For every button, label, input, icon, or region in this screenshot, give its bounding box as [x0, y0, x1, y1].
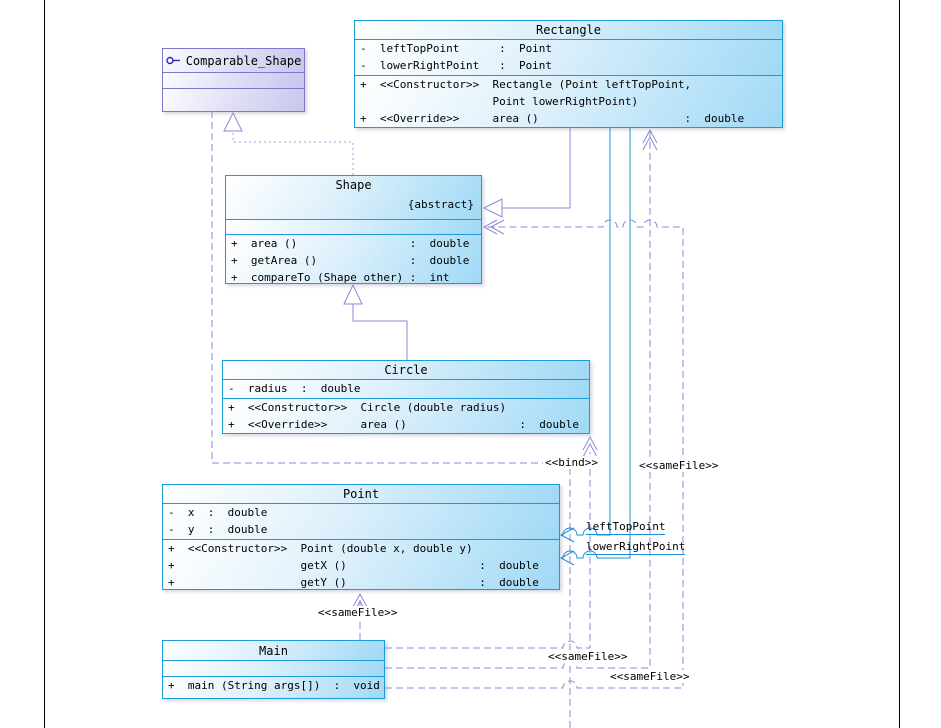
- attribute-row: - leftTopPoint : Point: [360, 42, 553, 55]
- method-row: + <<Constructor>> Rectangle (Point leftT…: [360, 78, 692, 91]
- page-border-left: [44, 0, 45, 728]
- association-left-top-point[interactable]: [559, 128, 611, 543]
- attributes-compartment: [226, 219, 481, 234]
- open-arrowhead-icon: [582, 435, 598, 451]
- class-rectangle[interactable]: Rectangle - leftTopPoint : Point - lower…: [354, 20, 783, 128]
- class-point[interactable]: Point - x : double - y : double + <<Cons…: [162, 484, 560, 590]
- generalization-circle-shape[interactable]: [343, 283, 408, 360]
- attributes-compartment: - radius : double: [223, 379, 589, 398]
- dependency-main-shape[interactable]: [385, 219, 684, 689]
- dependency-main-circle[interactable]: [385, 435, 598, 649]
- class-circle[interactable]: Circle - radius : double + <<Constructor…: [222, 360, 590, 434]
- methods-compartment: [163, 88, 304, 111]
- samefile-stereotype-label[interactable]: <<sameFile>>: [608, 670, 692, 683]
- methods-compartment: + area () : double + getArea () : double…: [226, 234, 481, 283]
- interface-lollipop-icon: [166, 56, 180, 65]
- methods-compartment: + <<Constructor>> Point (double x, doubl…: [163, 539, 559, 589]
- method-row: + getY () : double: [168, 576, 539, 589]
- page-border-right: [899, 0, 900, 728]
- realization-shape-comparable[interactable]: [223, 111, 354, 175]
- dependency-main-rectangle[interactable]: [385, 128, 658, 669]
- method-row: Point lowerRightPoint): [360, 95, 639, 108]
- class-shape[interactable]: Shape {abstract} + area () : double + ge…: [225, 175, 482, 284]
- method-row: + getX () : double: [168, 559, 539, 572]
- open-arrowhead-icon: [482, 219, 498, 235]
- open-arrowhead-icon: [642, 135, 658, 151]
- open-arrowhead-icon: [642, 128, 658, 144]
- attributes-compartment: [163, 72, 304, 88]
- generalization-rectangle-shape[interactable]: [482, 128, 571, 218]
- open-arrowhead-icon: [582, 442, 598, 458]
- open-arrowhead-icon: [559, 527, 575, 543]
- samefile-stereotype-label[interactable]: <<sameFile>>: [637, 459, 721, 472]
- samefile-stereotype-label[interactable]: <<sameFile>>: [546, 650, 630, 663]
- association-lower-right-point[interactable]: [559, 128, 631, 566]
- class-name: Shape: [335, 178, 372, 192]
- hollow-triangle-icon: [482, 198, 503, 218]
- class-name: Rectangle: [535, 23, 602, 37]
- class-name: Point: [342, 487, 380, 501]
- attributes-compartment: [163, 660, 384, 676]
- method-row: + compareTo (Shape other) : int: [231, 271, 450, 283]
- attribute-row: - x : double: [168, 506, 268, 519]
- method-row: + <<Constructor>> Circle (double radius): [228, 401, 507, 414]
- class-main[interactable]: Main + main (String args[]) : void: [162, 640, 385, 699]
- attributes-compartment: - x : double - y : double: [163, 503, 559, 539]
- attribute-row: - lowerRightPoint : Point: [360, 59, 553, 72]
- methods-compartment: + <<Constructor>> Rectangle (Point leftT…: [355, 75, 782, 127]
- method-row: + area () : double: [231, 237, 470, 250]
- class-name: Circle: [384, 363, 428, 377]
- methods-compartment: + main (String args[]) : void: [163, 676, 384, 698]
- open-arrowhead-icon: [352, 592, 368, 608]
- bind-stereotype-label[interactable]: <<bind>>: [543, 456, 600, 469]
- attributes-compartment: - leftTopPoint : Point - lowerRightPoint…: [355, 39, 782, 75]
- hollow-triangle-icon: [223, 111, 243, 132]
- open-arrowhead-icon: [559, 550, 575, 566]
- class-name: Comparable_Shape: [185, 53, 302, 68]
- attribute-row: - radius : double: [228, 382, 361, 395]
- left-top-point-role-label[interactable]: leftTopPoint: [586, 520, 666, 535]
- methods-compartment: + <<Constructor>> Circle (double radius)…: [223, 398, 589, 433]
- method-row: + <<Override>> area () : double: [228, 418, 579, 431]
- abstract-modifier: {abstract}: [407, 198, 474, 211]
- open-arrowhead-icon: [489, 219, 505, 235]
- samefile-stereotype-label[interactable]: <<sameFile>>: [316, 606, 400, 619]
- lower-right-point-role-label[interactable]: lowerRightPoint: [586, 540, 686, 555]
- method-row: + <<Constructor>> Point (double x, doubl…: [168, 542, 473, 555]
- attribute-row: - y : double: [168, 523, 268, 536]
- class-name: Main: [259, 643, 288, 658]
- method-row: + <<Override>> area () : double: [360, 112, 745, 125]
- class-comparable-shape[interactable]: Comparable_Shape: [162, 48, 305, 112]
- hollow-triangle-icon: [343, 283, 363, 305]
- method-row: + main (String args[]) : void: [168, 679, 380, 692]
- method-row: + getArea () : double: [231, 254, 470, 267]
- dependency-bind[interactable]: [211, 111, 571, 728]
